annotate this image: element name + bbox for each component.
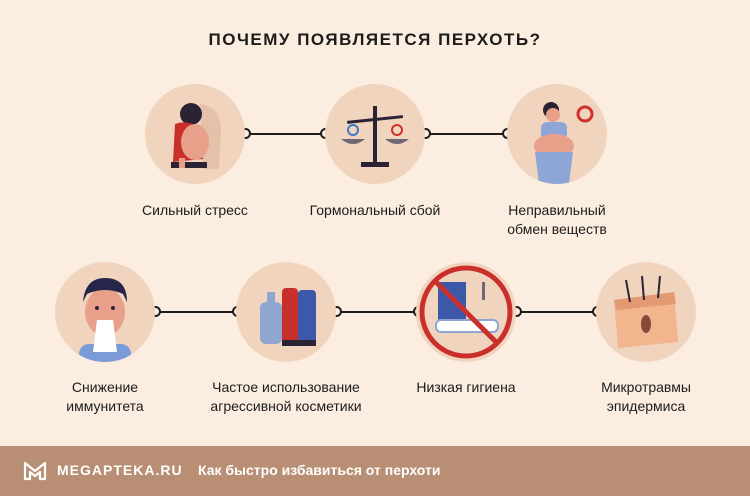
caption-metabolism: Неправильный обмен веществ — [507, 202, 607, 237]
connector-line — [427, 133, 507, 135]
connector-line — [336, 311, 418, 313]
connector-line — [245, 133, 325, 135]
footer-bar: MEGAPTEKA.RU Как быстро избавиться от пе… — [0, 446, 750, 496]
stressed-person-icon — [145, 84, 245, 184]
logo-text[interactable]: MEGAPTEKA.RU — [57, 462, 183, 478]
no-shower-icon — [416, 262, 516, 362]
connector-line — [516, 311, 597, 313]
footer-article-link[interactable]: Как быстро избавиться от перхоти — [198, 462, 441, 478]
caption-hygiene: Низкая гигиена — [416, 379, 516, 395]
caption-immunity: Снижение иммунитета — [66, 379, 144, 414]
caption-hormonal: Гормональный сбой — [309, 202, 441, 218]
sick-person-icon — [55, 262, 155, 362]
overweight-person-icon — [507, 84, 607, 184]
connector-line — [155, 311, 237, 313]
megapteka-logo-icon[interactable] — [22, 459, 48, 483]
caption-cosmetics: Частое использование агрессивной космети… — [210, 379, 362, 414]
skin-cross-section-icon — [596, 262, 696, 362]
page-title: ПОЧЕМУ ПОЯВЛЯЕТСЯ ПЕРХОТЬ? — [208, 30, 542, 49]
cosmetics-bottles-icon — [236, 262, 336, 362]
caption-stress: Сильный стресс — [142, 202, 248, 218]
scales-icon — [325, 84, 425, 184]
caption-microtrauma: Микротравмы эпидермиса — [601, 379, 691, 414]
